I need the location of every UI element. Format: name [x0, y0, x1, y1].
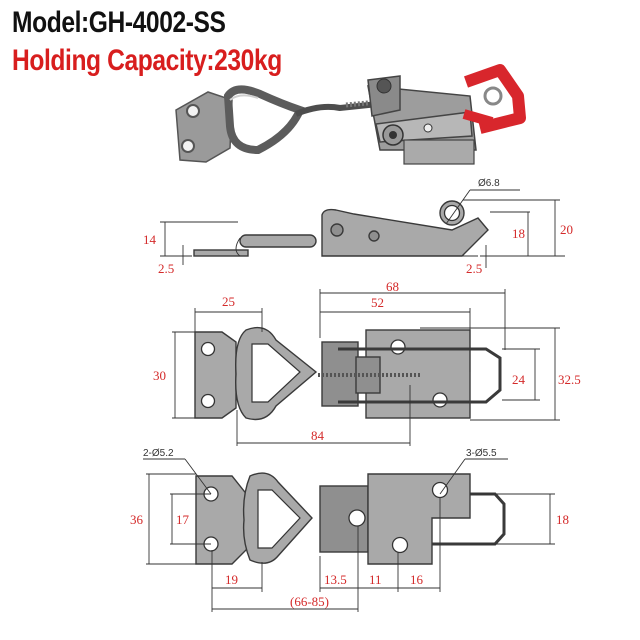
dim-side-2.5-left: 2.5 — [158, 261, 174, 276]
dim-bottom-body-holes: 3-Ø5.5 — [466, 448, 497, 459]
dim-top-32.5: 32.5 — [558, 372, 581, 387]
product-photo — [175, 64, 526, 165]
dim-top-30: 30 — [153, 368, 166, 383]
dim-bottom-16: 16 — [410, 572, 424, 587]
capacity-title: Holding Capacity:230kg — [12, 44, 282, 77]
dim-side-18: 18 — [512, 226, 525, 241]
dim-bottom-17: 17 — [176, 512, 190, 527]
dim-bottom-18: 18 — [556, 512, 569, 527]
model-title: Model:GH-4002-SS — [12, 6, 226, 39]
dim-side-hole: Ø6.8 — [478, 178, 500, 189]
dim-side-2.5-right: 2.5 — [466, 261, 482, 276]
dim-top-68: 68 — [386, 279, 399, 294]
dim-bottom-adjust-range: (66-85) — [290, 594, 329, 609]
dim-side-14: 14 — [143, 232, 157, 247]
dim-bottom-plate-holes: 2-Ø5.2 — [143, 448, 174, 459]
dim-top-84: 84 — [311, 428, 325, 443]
dim-side-20: 20 — [560, 222, 573, 237]
dim-top-24: 24 — [512, 372, 526, 387]
side-view — [160, 189, 565, 268]
dim-top-52: 52 — [371, 295, 384, 310]
bottom-view — [143, 458, 555, 612]
top-view — [172, 289, 560, 446]
dim-bottom-11: 11 — [369, 572, 382, 587]
dim-bottom-19: 19 — [225, 572, 238, 587]
dim-bottom-36: 36 — [130, 512, 144, 527]
dim-top-25: 25 — [222, 294, 235, 309]
dim-bottom-13.5: 13.5 — [324, 572, 347, 587]
